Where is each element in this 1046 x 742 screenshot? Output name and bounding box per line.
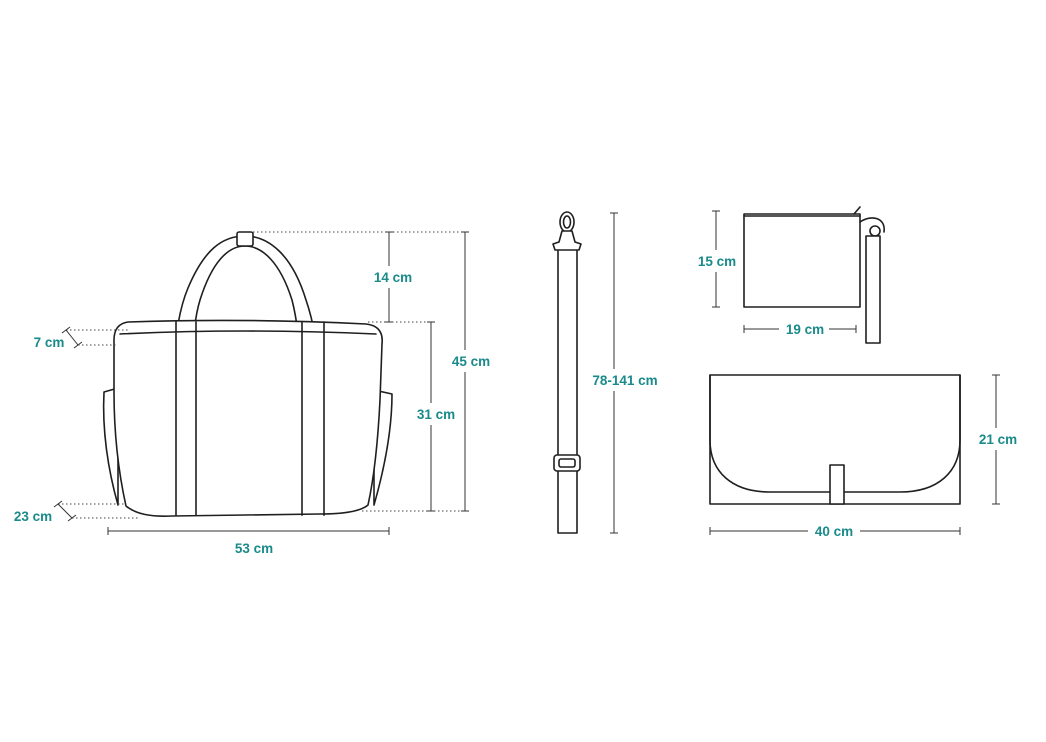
label-pouch-width: 19 cm	[786, 322, 824, 337]
tote-bag-drawing	[102, 231, 393, 517]
pouch-zip-pull	[853, 206, 861, 215]
bag-strap-right	[301, 321, 325, 516]
bag-strap-left	[175, 321, 197, 516]
mat-closure-tab	[829, 464, 845, 505]
shoulder-strap-drawing	[552, 211, 582, 534]
label-bag-bottom-depth: 23 cm	[14, 509, 52, 524]
label-bag-strap-drop: 14 cm	[374, 270, 412, 285]
label-mat-height: 21 cm	[979, 432, 1017, 447]
strap-band	[557, 247, 578, 534]
zip-pouch-drawing	[743, 206, 885, 344]
label-bag-total-height: 45 cm	[452, 354, 490, 369]
label-pouch-height: 15 cm	[698, 254, 736, 269]
bag-top-seam	[119, 330, 377, 335]
label-bag-body-height: 31 cm	[417, 407, 455, 422]
pouch-wrist-strap	[865, 235, 881, 344]
dimension-labels: 14 cm 45 cm 31 cm 7 cm 23 cm 53 cm 78-14…	[14, 250, 1022, 556]
strap-hook-ring	[559, 211, 575, 233]
strap-slider-buckle	[553, 454, 581, 472]
pouch-body	[743, 213, 861, 308]
label-mat-width: 40 cm	[815, 524, 853, 539]
bag-body	[113, 319, 383, 517]
label-bag-top-depth: 7 cm	[34, 335, 65, 350]
label-bag-width: 53 cm	[235, 541, 273, 556]
changing-mat-drawing	[709, 374, 961, 505]
pouch-wrist-loop	[859, 217, 885, 233]
label-strap-length: 78-141 cm	[592, 373, 657, 388]
strap-hook-clasp	[552, 230, 582, 251]
bag-handle-clip	[236, 231, 254, 247]
